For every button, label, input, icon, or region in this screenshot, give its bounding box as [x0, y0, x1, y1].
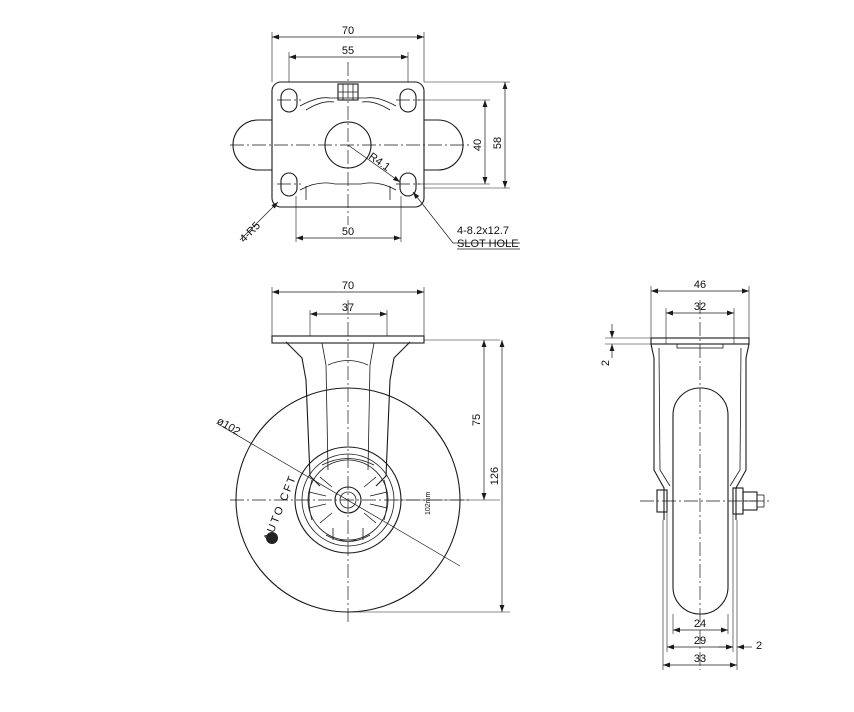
dim-side-hub-width: 29: [694, 635, 706, 647]
slot-hole-tr: [396, 88, 420, 113]
wheel-diameter-label: ø102: [215, 415, 243, 438]
center-boss: [324, 121, 372, 169]
top-plate: [271, 81, 425, 208]
wheel-size-text: 102mm: [425, 491, 432, 515]
dim-side-plate-width: 46: [694, 279, 706, 291]
dim-front-fork-width: 37: [342, 302, 354, 314]
brand-logo-icon: [266, 532, 278, 544]
side-view: 46 32 2 24 29 33 2: [600, 279, 770, 670]
dim-side-fork-inner: 32: [694, 301, 706, 313]
corner-radius-label: 4-R5: [238, 220, 263, 245]
slot-hole-br: [396, 172, 420, 197]
slot-hole-bl: [277, 172, 301, 197]
dim-side-tread-width: 24: [694, 618, 706, 630]
fork-left: [285, 341, 321, 487]
top-view: 70 55 40 58 50 R4.1 4-R5 4-8.2x12.7 SLOT…: [230, 25, 520, 250]
axle-boss: [334, 486, 362, 514]
dim-side-overall-width: 33: [694, 653, 706, 665]
slot-hole-tl: [277, 88, 301, 113]
wheel-outline-left: [232, 119, 272, 171]
dim-top-overall-height: 58: [492, 137, 504, 149]
side-fork-left: [650, 343, 665, 520]
hub-rim: [301, 453, 395, 547]
dim-side-offset: 2: [756, 640, 762, 652]
wheel-outline-right: [424, 119, 464, 171]
dim-front-overall-width: 70: [342, 280, 354, 292]
wheel-brand-text: AUTO CFT: [262, 473, 300, 543]
dim-top-slot-spacing: 40: [472, 139, 484, 151]
fork-right: [375, 341, 411, 487]
front-top-plate: [271, 335, 425, 344]
hub-spokes: [308, 458, 388, 542]
dim-top-hole-spacing: 55: [342, 45, 354, 57]
slot-hole-label: SLOT HOLE: [457, 238, 519, 250]
dim-front-total-height: 126: [489, 467, 501, 485]
edge-radius-label: R4.1: [366, 151, 392, 174]
fork-arc-bottom: [299, 182, 397, 191]
slot-spec-label: 4-8.2x12.7: [457, 225, 509, 237]
dim-front-axle-height: 75: [471, 414, 483, 426]
front-view: AUTO CFT 102mm ø102 70 37 75 126: [215, 280, 510, 622]
diameter-leader: [217, 423, 461, 567]
dim-side-plate-thickness: 2: [600, 360, 612, 366]
dim-top-bottom-spacing: 50: [342, 226, 354, 238]
dim-top-overall-width: 70: [342, 25, 354, 37]
side-fork-right: [735, 343, 750, 520]
fork-arc-top: [299, 97, 397, 107]
